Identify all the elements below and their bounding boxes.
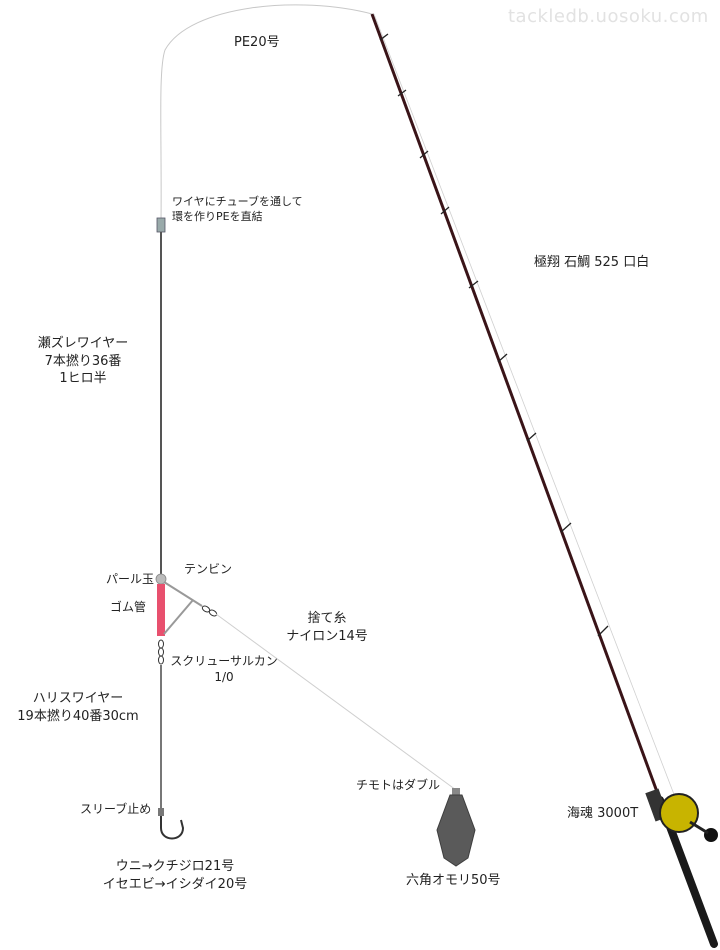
rod-blank (370, 13, 662, 801)
wire-tube-note-line1: ワイヤにチューブを通して (172, 195, 303, 208)
sinker-body (436, 794, 476, 867)
wire-tube-note-line2: 環を作りPEを直結 (172, 209, 263, 223)
sutei-line (215, 613, 457, 791)
wire-tube-note: ワイヤにチューブを通して 環を作りPEを直結 (172, 195, 303, 225)
harisu-label-line2: 19本撚り40番30cm (17, 708, 139, 724)
pe-main-line (160, 4, 373, 223)
rubber-tube (157, 584, 165, 636)
sutei-label-line1: 捨て糸 (307, 611, 347, 626)
wire-tube-connector (156, 217, 166, 233)
watermark: tackledb.uosoku.com (508, 6, 709, 27)
sinker-label: 六角オモリ50号 (406, 873, 501, 888)
hook-label: ウニ→クチジロ21号 イセエビ→イシダイ20号 (80, 858, 270, 893)
sleeve-stopper (158, 808, 164, 816)
main-line-label: PE20号 (234, 35, 280, 50)
wire-label-line2: 7本撚り36番 (44, 353, 122, 369)
rod-label: 極翔 石鯛 525 口白 (534, 255, 650, 270)
sleeve-label: スリーブ止め (80, 802, 152, 816)
reel-label: 海魂 3000T (567, 806, 639, 821)
hook (160, 816, 185, 840)
rod-guide (440, 206, 450, 215)
reel-spool (659, 793, 699, 833)
rod-guide (560, 522, 572, 533)
rod-guide (379, 33, 389, 41)
swivel-label: スクリューサルカン 1/0 (164, 653, 284, 685)
pearl-label: パール玉 (106, 572, 155, 586)
harisu-label: ハリスワイヤー 19本撚り40番30cm (8, 690, 148, 725)
rod-guide (468, 280, 479, 289)
rod-guide (397, 89, 407, 97)
sutei-label-line2: ナイロン14号 (286, 628, 368, 644)
wire-label-line1: 瀬ズレワイヤー (37, 336, 129, 351)
hex-sinker (436, 788, 476, 867)
harisu-label-line1: ハリスワイヤー (32, 691, 124, 706)
wire-label: 瀬ズレワイヤー 7本撚り36番 1ヒロ半 (28, 335, 138, 388)
reel-handle (689, 820, 709, 835)
sutei-label: 捨て糸 ナイロン14号 (272, 610, 382, 645)
tenbin-swivel (201, 605, 218, 617)
screw-swivel (158, 639, 164, 665)
hook-label-line1: ウニ→クチジロ21号 (115, 859, 235, 874)
tenbin-label: テンビン (184, 562, 233, 576)
rubber-tube-label: ゴム管 (110, 600, 147, 614)
sinker-eye (452, 788, 460, 795)
rod-guides (379, 33, 609, 637)
rod-guide (526, 432, 537, 442)
chimoto-label: チモトはダブル (356, 778, 441, 792)
hook-label-line2: イセエビ→イシダイ20号 (102, 876, 248, 892)
swivel-label-line1: スクリューサルカン (170, 654, 278, 668)
rod-line-along (373, 13, 681, 811)
reel (645, 788, 718, 842)
wire-label-line3: 1ヒロ半 (59, 371, 107, 387)
rod-guide (419, 150, 429, 159)
tenbin (163, 581, 203, 635)
rod-guide (597, 625, 609, 637)
rod-guide (497, 353, 508, 363)
swivel-label-line2: 1/0 (214, 670, 234, 685)
fishing-rod (370, 13, 718, 948)
